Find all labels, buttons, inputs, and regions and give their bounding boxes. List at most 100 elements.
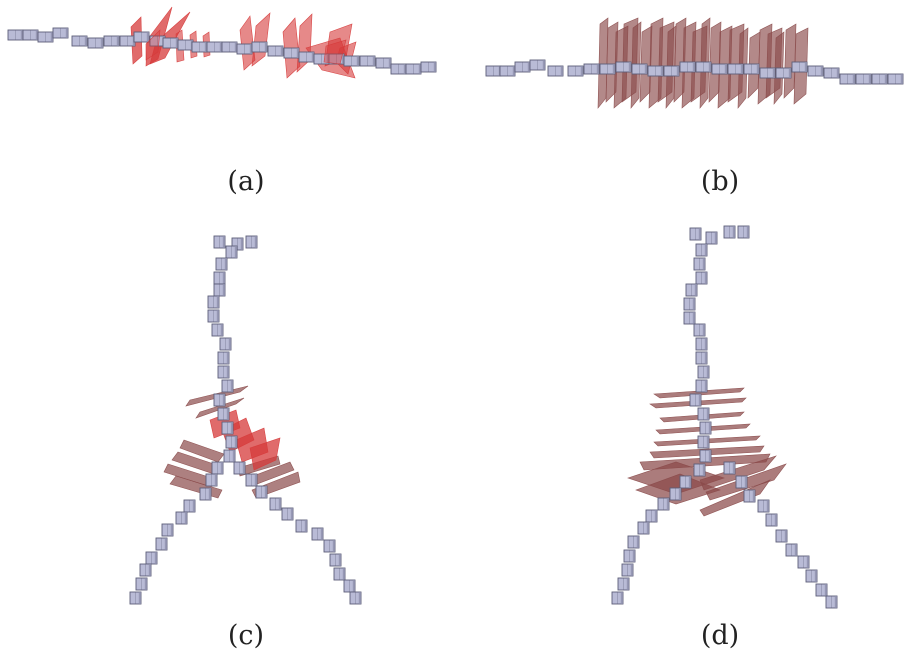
voxel-cube [22,29,39,41]
cross-section-plane [653,387,745,399]
voxel-cube [135,577,148,591]
voxel-cube [87,37,104,49]
cross-section-plane [323,39,347,65]
voxel-cube [759,67,776,79]
voxel-cube [211,323,224,337]
voxel-cube [825,595,838,609]
voxel-cube [637,521,650,535]
voxel-cube [236,43,253,55]
caption-d: (d) [700,620,740,651]
voxel-cube [145,551,158,565]
voxel-cube [887,73,904,85]
voxel-cube [119,35,136,47]
voxel-cube [420,61,437,73]
voxel-cube [231,237,244,251]
panel-d-graphic [611,225,838,609]
voxel-cube [161,523,174,537]
voxel-cube [206,41,223,53]
voxel-cube [669,487,682,501]
voxel-cube [485,65,502,77]
cross-section-plane [251,12,271,67]
voxel-cube [727,63,744,75]
voxel-cube [815,583,828,597]
voxel-cube [663,65,680,77]
voxel-cube [683,297,696,311]
voxel-cube [791,61,808,73]
voxel-cube [213,393,226,407]
voxel-cube [251,41,268,53]
voxel-cube [615,61,632,73]
cross-section-plane [249,437,281,471]
voxel-cube [695,337,708,351]
voxel-cube [311,527,324,541]
caption-c: (c) [227,620,265,651]
voxel-cube [805,569,818,583]
cross-section-plane [296,13,313,73]
voxel-cube [223,449,236,463]
voxel-cube [233,461,246,475]
voxel-cube [823,67,840,79]
voxel-cube [737,225,750,239]
voxel-cube [657,497,670,511]
voxel-cube [221,421,234,435]
voxel-cube [567,65,584,77]
voxel-cube [37,31,54,43]
voxel-cube [775,529,788,543]
voxel-cube [333,567,346,581]
voxel-cube [349,591,362,605]
voxel-cube [797,555,810,569]
voxel-cube [295,519,308,533]
voxel-cube [281,507,294,521]
voxel-cube [743,63,760,75]
voxel-cube [697,365,710,379]
voxel-cube [547,65,564,77]
voxel-cube [757,499,770,513]
voxel-cube [217,351,230,365]
voxel-cube [871,73,888,85]
voxel-cube [221,41,238,53]
voxel-cube [623,549,636,563]
voxel-cube [207,309,220,323]
voxel-cube [329,553,342,567]
voxel-cube [177,39,194,51]
voxel-cube [199,487,212,501]
voxel-cube [693,323,706,337]
voxel-cube [7,29,24,41]
voxel-cube [183,499,196,513]
voxel-cube [219,337,232,351]
voxel-cube [695,61,712,73]
voxel-cube [723,225,736,239]
voxel-cube [621,563,634,577]
voxel-cube [785,543,798,557]
voxel-cube [375,57,392,69]
voxel-cube [695,379,708,393]
voxel-cube [695,271,708,285]
voxel-cube [162,37,179,49]
voxel-cube [323,539,336,553]
panel-c-graphic [129,235,362,605]
voxel-cube [245,473,258,487]
voxel-cube [343,55,360,67]
voxel-cube [133,31,150,43]
panel-a-graphic [7,6,437,79]
voxel-cube [611,591,624,605]
voxel-cube [599,63,616,75]
voxel-cube [207,295,220,309]
panel-b-graphic [485,17,904,109]
voxel-cube [298,51,315,63]
voxel-cube [685,283,698,297]
voxel-cube [359,55,376,67]
voxel-cube [155,537,168,551]
voxel-cube [217,365,230,379]
voxel-cube [631,63,648,75]
voxel-cube [695,351,708,365]
voxel-cube [855,73,872,85]
voxel-cube [213,283,226,297]
voxel-cube [205,473,218,487]
voxel-cube [269,497,282,511]
voxel-cube [705,231,718,245]
voxel-cube [699,449,712,463]
voxel-cube [627,535,640,549]
voxel-cube [217,407,230,421]
voxel-cube [647,65,664,77]
